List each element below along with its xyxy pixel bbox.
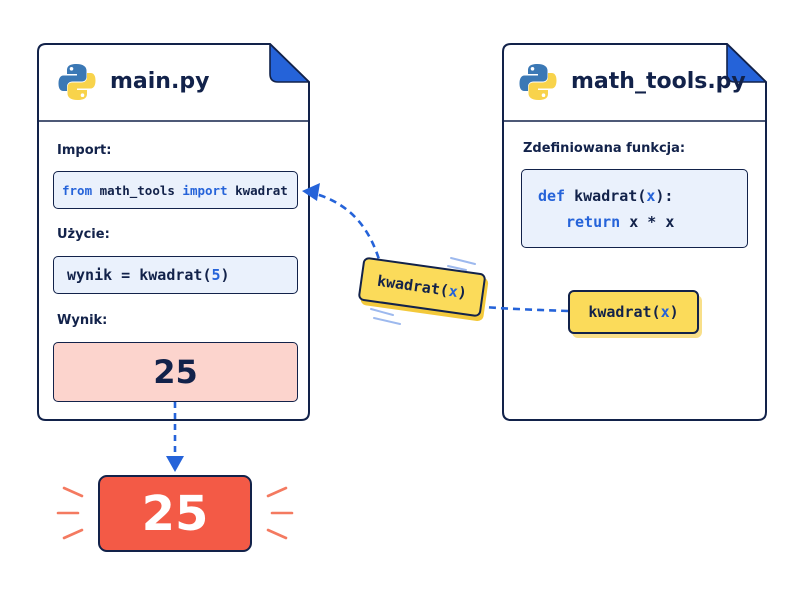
keyword-import: import — [182, 182, 228, 198]
import-label: Import: — [57, 143, 112, 158]
folded-corner-icon — [726, 43, 767, 83]
function-tag: kwadrat(x) — [568, 290, 699, 334]
moving-tag-suffix: ) — [456, 283, 468, 303]
moving-tag-text: kwadrat(x) — [376, 272, 468, 302]
folded-corner-icon — [269, 43, 310, 83]
math-tools-filename: math_tools.py — [571, 69, 746, 94]
return-expression: x * x — [620, 212, 675, 231]
module-name: math_tools — [92, 182, 183, 198]
def-line-end: ): — [655, 186, 674, 205]
result-value-box: 25 — [53, 342, 298, 402]
usage-close: ) — [220, 266, 230, 284]
arrow-head-icon — [302, 183, 320, 201]
tag-param: x — [660, 303, 670, 321]
keyword-return: return — [566, 212, 621, 231]
final-result-box: 25 — [98, 475, 252, 552]
main-py-card — [37, 43, 310, 421]
tag-prefix: kwadrat( — [588, 303, 661, 321]
keyword-def: def — [538, 186, 566, 205]
motion-lines-icon — [370, 257, 476, 325]
function-param: x — [646, 186, 656, 205]
function-name: kwadrat( — [565, 186, 647, 205]
usage-code-box: wynik = kwadrat(5) — [53, 256, 298, 294]
arrow-head-icon — [166, 456, 184, 472]
import-code-line: from math_tools import kwadrat — [62, 183, 288, 198]
sparkle-lines-icon — [56, 486, 294, 540]
tag-suffix: ) — [669, 303, 679, 321]
result-label: Wynik: — [57, 313, 108, 328]
usage-code-line: wynik = kwadrat(5) — [67, 266, 230, 284]
connector-dash-right — [483, 305, 569, 313]
usage-label: Użycie: — [57, 227, 110, 242]
moving-tag-prefix: kwadrat( — [376, 271, 451, 300]
definition-label: Zdefiniowana funkcja: — [523, 141, 686, 156]
usage-argument: 5 — [211, 266, 221, 284]
imported-name: kwadrat — [227, 182, 288, 198]
definition-code-box: def kwadrat(x): return x * x — [521, 169, 748, 248]
return-line: return x * x — [538, 209, 674, 235]
def-line: def kwadrat(x): — [538, 183, 673, 209]
usage-call: wynik = kwadrat( — [67, 266, 212, 284]
main-py-filename: main.py — [110, 69, 210, 94]
function-tag-text: kwadrat(x) — [588, 303, 678, 321]
keyword-from: from — [62, 182, 93, 198]
import-code-box: from math_tools import kwadrat — [53, 171, 298, 209]
